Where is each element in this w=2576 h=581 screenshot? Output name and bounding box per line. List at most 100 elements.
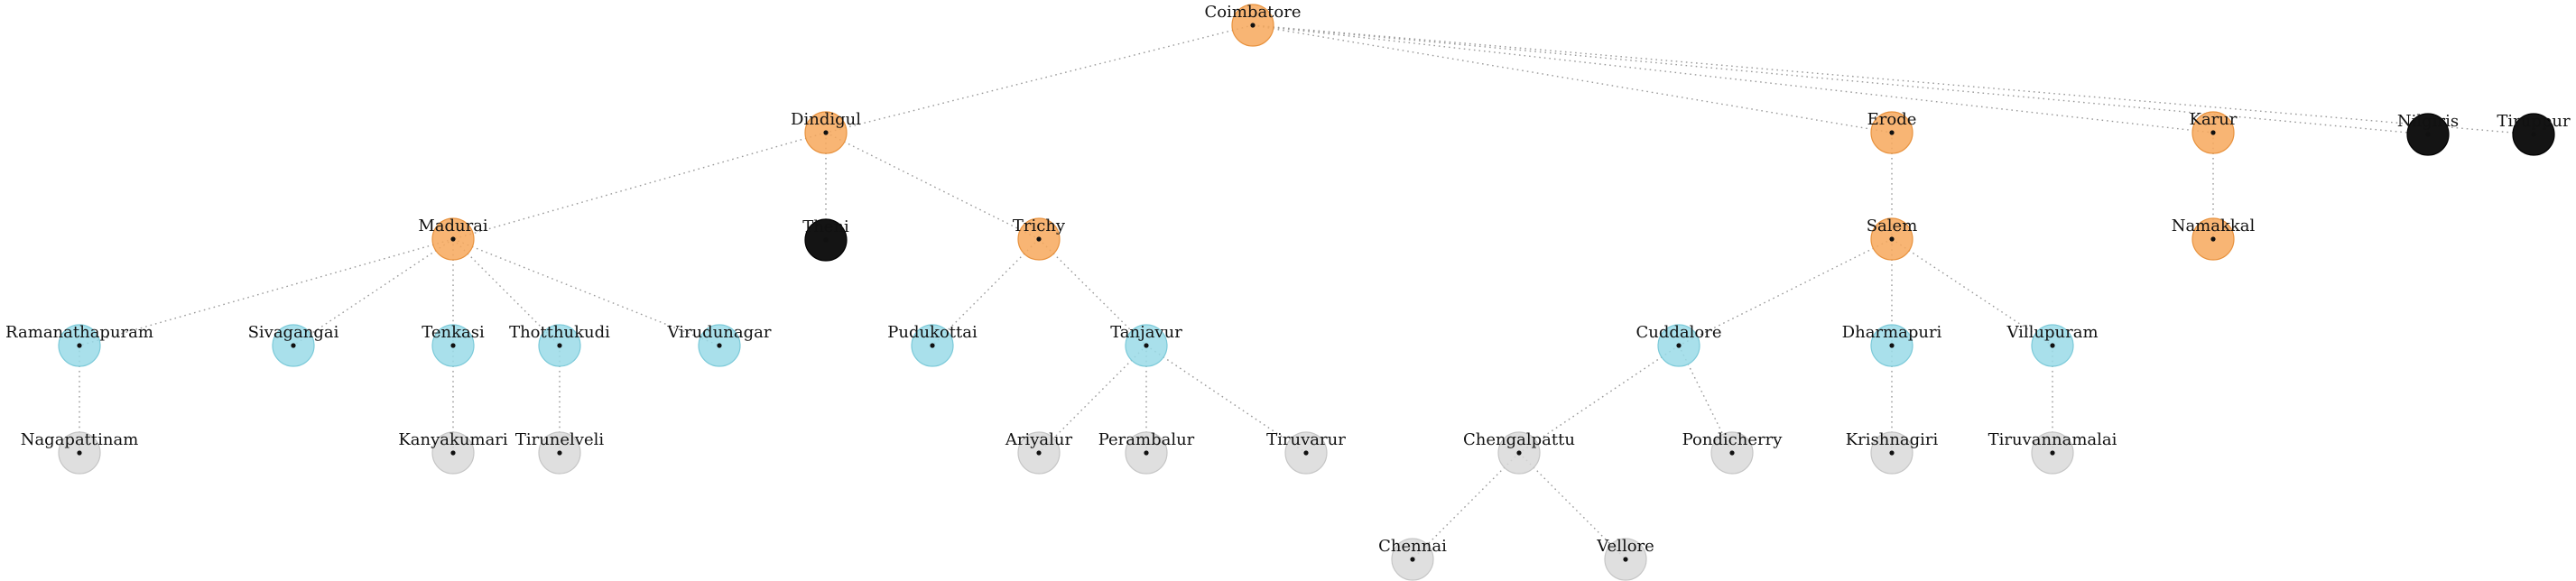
node-center-dot bbox=[1410, 557, 1415, 562]
node-trichy: Trichy bbox=[1013, 217, 1066, 261]
node-label: Tirunelveli bbox=[515, 430, 605, 449]
edge-tanjavur-ariyalur bbox=[1038, 345, 1147, 454]
node-karur: Karur bbox=[2190, 110, 2238, 154]
node-label: Tanjavur bbox=[1110, 323, 1182, 342]
edge-madurai-ramanathapuram bbox=[79, 238, 454, 346]
edge-salem-villupuram bbox=[1891, 238, 2053, 346]
node-label: Pondicherry bbox=[1682, 430, 1784, 449]
node-center-dot bbox=[2531, 132, 2536, 137]
edge-madurai-virudunagar bbox=[452, 238, 720, 346]
node-label: Madurai bbox=[418, 217, 488, 235]
node-center-dot bbox=[450, 343, 456, 348]
node-center-dot bbox=[1729, 450, 1735, 456]
node-center-dot bbox=[717, 343, 722, 348]
node-center-dot bbox=[1623, 557, 1628, 562]
tree-edges bbox=[79, 24, 2534, 560]
node-madurai: Madurai bbox=[418, 217, 488, 261]
node-theni: Theni bbox=[802, 217, 849, 262]
node-label: Pudukottai bbox=[887, 323, 978, 342]
node-label: Thotthukudi bbox=[509, 323, 610, 342]
node-label: Ramanathapuram bbox=[5, 323, 153, 342]
node-ariyalur: Ariyalur bbox=[1005, 430, 1073, 475]
node-label: Theni bbox=[802, 217, 849, 236]
node-thoothukudi: Thotthukudi bbox=[509, 323, 610, 367]
node-center-dot bbox=[1889, 450, 1895, 456]
node-chennai: Chennai bbox=[1378, 537, 1447, 581]
node-center-dot bbox=[1889, 343, 1895, 348]
node-center-dot bbox=[823, 130, 829, 135]
node-cuddalore: Cuddalore bbox=[1636, 323, 1722, 367]
node-center-dot bbox=[1676, 343, 1682, 348]
node-center-dot bbox=[2210, 236, 2216, 242]
node-center-dot bbox=[2425, 132, 2431, 137]
node-label: Ariyalur bbox=[1005, 430, 1073, 449]
node-center-dot bbox=[1144, 343, 1149, 348]
node-label: Chennai bbox=[1378, 537, 1447, 556]
node-label: Namakkal bbox=[2172, 217, 2256, 235]
node-center-dot bbox=[291, 343, 296, 348]
node-perambalur: Perambalur bbox=[1098, 430, 1195, 475]
node-center-dot bbox=[77, 450, 82, 456]
node-pondicherry: Pondicherry bbox=[1682, 430, 1784, 475]
node-label: Tiruvannamalai bbox=[1988, 430, 2117, 449]
node-center-dot bbox=[2210, 130, 2216, 135]
node-label: Perambalur bbox=[1098, 430, 1195, 449]
node-label: Erode bbox=[1867, 110, 1917, 129]
node-pudukottai: Pudukottai bbox=[887, 323, 978, 367]
node-center-dot bbox=[930, 343, 935, 348]
edge-coimbatore-karur bbox=[1252, 24, 2214, 134]
node-center-dot bbox=[1144, 450, 1149, 456]
node-center-dot bbox=[557, 343, 562, 348]
node-label: Chengalpattu bbox=[1463, 430, 1575, 449]
node-ramanathapuram: Ramanathapuram bbox=[5, 323, 153, 367]
node-label: Karur bbox=[2190, 110, 2238, 129]
node-label: Tenkasi bbox=[422, 323, 485, 342]
node-coimbatore: Coimbatore bbox=[1204, 3, 1302, 47]
edge-coimbatore-erode bbox=[1252, 24, 1893, 134]
node-center-dot bbox=[1036, 236, 1042, 242]
edge-dindigul-trichy bbox=[825, 132, 1040, 240]
edge-cuddalore-chengalpattu bbox=[1518, 345, 1680, 454]
node-label: Trichy bbox=[1013, 217, 1066, 235]
node-center-dot bbox=[1303, 450, 1309, 456]
edge-coimbatore-nilgiris bbox=[1252, 24, 2429, 135]
node-sivagangai: Sivagangai bbox=[248, 323, 339, 367]
edge-salem-cuddalore bbox=[1678, 238, 1893, 346]
node-dindigul: Dindigul bbox=[791, 110, 861, 154]
node-label: Nilgiris bbox=[2397, 112, 2459, 131]
node-center-dot bbox=[1036, 450, 1042, 456]
node-vellore: Vellore bbox=[1596, 537, 1654, 581]
node-tenkasi: Tenkasi bbox=[422, 323, 485, 367]
node-label: Krishnagiri bbox=[1846, 430, 1939, 449]
node-tiruvannamalai: Tiruvannamalai bbox=[1988, 430, 2117, 475]
node-center-dot bbox=[1250, 23, 1256, 28]
node-label: Nagapattinam bbox=[21, 430, 139, 449]
edge-coimbatore-tiruppur bbox=[1252, 24, 2534, 135]
edge-tanjavur-tiruvarur bbox=[1145, 345, 1307, 454]
node-center-dot bbox=[557, 450, 562, 456]
node-label: Villupuram bbox=[2006, 323, 2098, 342]
edge-dindigul-madurai bbox=[452, 132, 827, 240]
node-label: Kanyakumari bbox=[398, 430, 508, 449]
node-label: Dindigul bbox=[791, 110, 861, 129]
node-tirunelveli: Tirunelveli bbox=[515, 430, 605, 475]
node-chengalpattu: Chengalpattu bbox=[1463, 430, 1575, 475]
edge-coimbatore-dindigul bbox=[825, 24, 1254, 134]
node-tanjavur: Tanjavur bbox=[1110, 323, 1182, 367]
node-center-dot bbox=[1516, 450, 1522, 456]
node-label: Vellore bbox=[1596, 537, 1654, 556]
node-krishnagiri: Krishnagiri bbox=[1846, 430, 1939, 475]
node-label: Tiruppur bbox=[2497, 112, 2571, 131]
node-label: Dharmapuri bbox=[1842, 323, 1942, 342]
node-center-dot bbox=[823, 237, 829, 243]
node-namakkal: Namakkal bbox=[2172, 217, 2256, 261]
node-salem: Salem bbox=[1867, 217, 1917, 261]
node-tiruppur: Tiruppur bbox=[2497, 112, 2571, 156]
node-kanyakumari: Kanyakumari bbox=[398, 430, 508, 475]
node-villupuram: Villupuram bbox=[2006, 323, 2099, 367]
node-virudunagar: Virudunagar bbox=[667, 323, 772, 367]
node-center-dot bbox=[2050, 343, 2055, 348]
node-nagapattinam: Nagapattinam bbox=[21, 430, 139, 475]
